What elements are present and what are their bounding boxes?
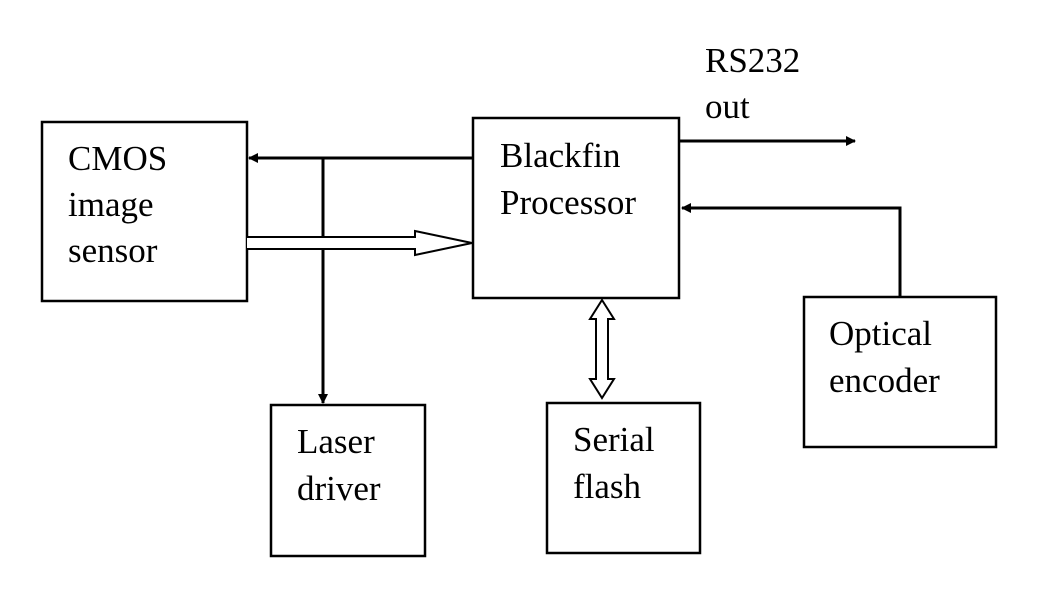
cmos-label-line1: CMOS [68, 139, 167, 178]
encoder-to-processor-arrow [681, 203, 902, 297]
encoder-label-line1: Optical [829, 314, 932, 353]
cmos-label-line2: image [68, 185, 154, 224]
cmos-sensor-box [40, 120, 249, 303]
blackfin-label-line2: Processor [500, 183, 636, 222]
encoder-label-line2: encoder [829, 361, 940, 400]
blackfin-processor-box [471, 116, 681, 300]
laser-label-line1: Laser [297, 422, 375, 461]
flash-label-line2: flash [573, 467, 642, 506]
flash-bidirectional-arrow [588, 298, 616, 400]
serial-flash-box [545, 401, 702, 555]
blackfin-label-line1: Blackfin [500, 136, 621, 175]
laser-driver-box [269, 403, 427, 558]
flash-label-line1: Serial [573, 420, 655, 459]
rs232-label-line2: out [705, 87, 750, 126]
laser-label-line2: driver [297, 469, 381, 508]
cmos-label-line3: sensor [68, 231, 158, 270]
rs232-label-line1: RS232 [705, 41, 800, 80]
image-data-hollow-arrow [247, 229, 473, 257]
